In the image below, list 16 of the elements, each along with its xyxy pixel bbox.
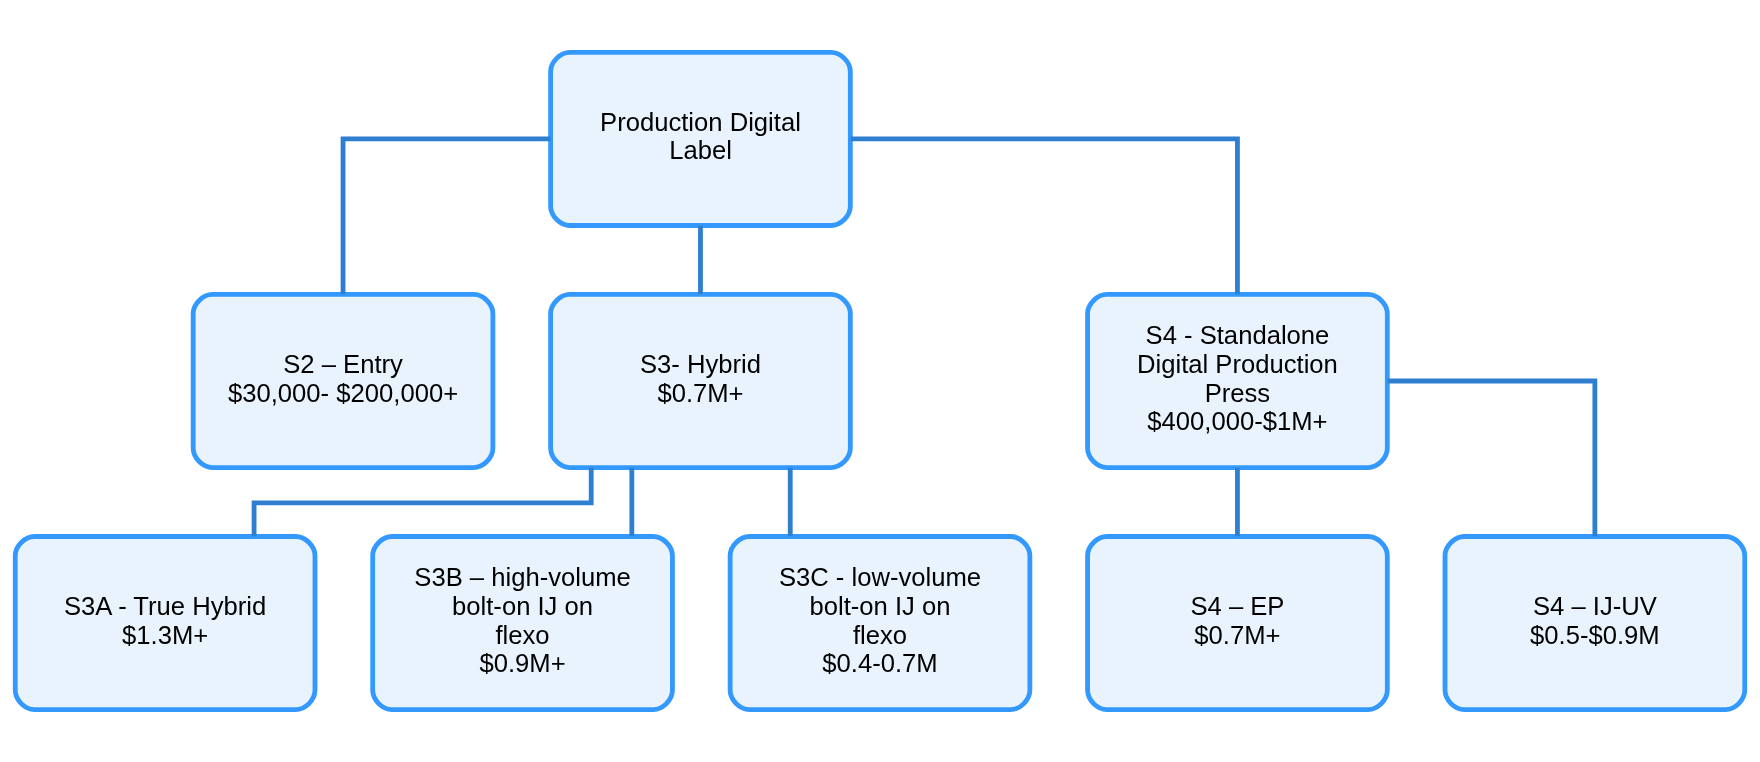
connector — [340, 136, 551, 295]
node-box: S3A - True Hybrid $1.3M+ — [12, 534, 318, 712]
connector — [787, 467, 793, 537]
connector — [698, 225, 703, 295]
connector — [850, 136, 1240, 295]
node-box: S2 – Entry $30,000- $200,000+ — [190, 292, 496, 470]
connector — [629, 467, 635, 537]
node-box: S3- Hybrid $0.7M+ — [548, 292, 853, 470]
node-box: Production Digital Label — [548, 50, 853, 228]
node-box: S4 - Standalone Digital Production Press $400,000-$1M+ — [1085, 292, 1390, 470]
node-box: S4 – IJ-UV $0.5-$0.9M — [1442, 534, 1748, 712]
node-box: S3C - low-volume bolt-on IJ on flexo $0.4-0.7M — [727, 534, 1033, 712]
connector — [1387, 378, 1598, 537]
node-box: S4 – EP $0.7M+ — [1085, 534, 1390, 712]
node-box: S3B – high-volume bolt-on IJ on flexo $0.9M+ — [370, 534, 675, 712]
connector — [1235, 467, 1240, 537]
